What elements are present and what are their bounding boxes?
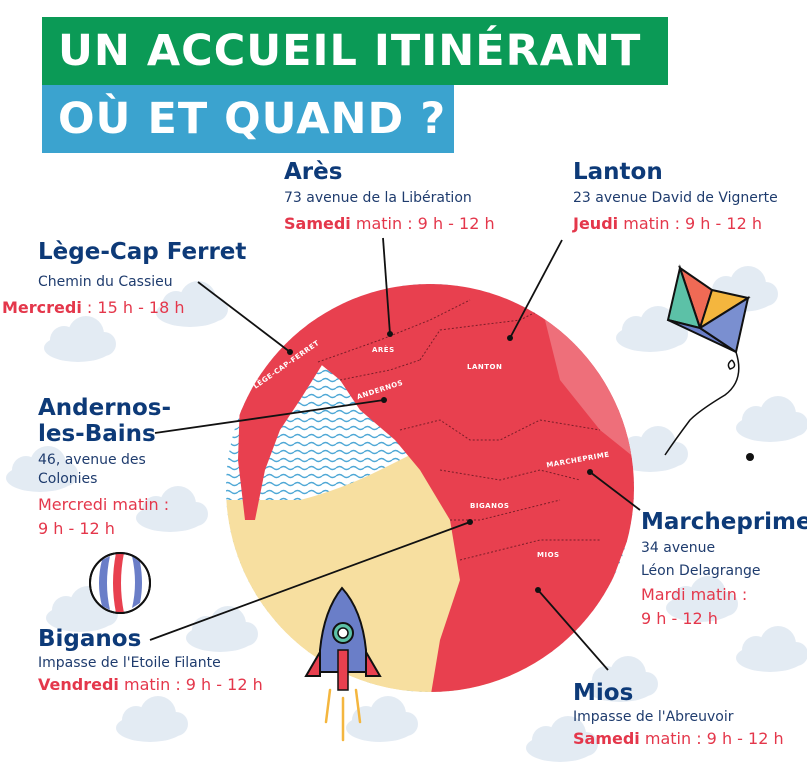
schedule-day: Mercredi: [2, 298, 82, 317]
location-address: Impasse de l'Etoile Filante: [38, 655, 221, 671]
dot-ares: [387, 331, 393, 337]
rocket-illustration: [304, 586, 382, 742]
location-marcheprime: Marcheprime 34 avenue Léon Delagrange Ma…: [641, 509, 807, 631]
kite-illustration: [664, 264, 754, 461]
location-address-line1: 46, avenue des: [38, 452, 146, 468]
location-address: Impasse de l'Abreuvoir: [573, 709, 734, 725]
dot-mios: [535, 587, 541, 593]
map-label-biganos: BIGANOS: [470, 502, 510, 510]
location-andernos: Andernos- les-Bains 46, avenue des Colon…: [38, 395, 171, 541]
location-address-line2: Colonies: [38, 471, 98, 487]
dot-lanton: [507, 335, 513, 341]
location-schedule: Samedi matin : 9 h - 12 h: [284, 212, 495, 236]
location-mios: Mios Impasse de l'Abreuvoir Samedi matin…: [573, 680, 784, 751]
location-address: Chemin du Cassieu: [38, 274, 173, 290]
cloud: [736, 396, 807, 442]
leader-lines: [149, 237, 641, 671]
schedule-time: : 15 h - 18 h: [81, 298, 185, 317]
schedule-time: matin : 9 h - 12 h: [350, 214, 495, 233]
location-name: Lanton: [573, 159, 663, 185]
location-schedule: Jeudi matin : 9 h - 12 h: [573, 212, 778, 236]
location-address-line2: Léon Delagrange: [641, 563, 761, 579]
location-biganos: Biganos Impasse de l'Etoile Filante Vend…: [38, 626, 263, 697]
location-name: Biganos: [38, 626, 142, 652]
location-name: Mios: [573, 680, 634, 706]
location-schedule: Vendredi matin : 9 h - 12 h: [38, 673, 263, 697]
map-label-ares: ARÈS: [372, 346, 395, 354]
location-address: 73 avenue de la Libération: [284, 190, 472, 206]
location-schedule-line1: Mardi matin :: [641, 585, 748, 604]
leader-lanton: [509, 239, 563, 339]
location-lanton: Lanton 23 avenue David de Vignerte Jeudi…: [573, 159, 778, 236]
schedule-day: Vendredi: [38, 675, 119, 694]
leader-ares: [382, 237, 391, 335]
ball-illustration: [89, 552, 151, 614]
cloud: [44, 316, 116, 362]
schedule-day: Jeudi: [573, 214, 619, 233]
schedule-time: matin : 9 h - 12 h: [618, 214, 762, 233]
title-banner-line2: OÙ ET QUAND ?: [42, 85, 454, 153]
location-address: 23 avenue David de Vignerte: [573, 190, 778, 206]
leader-biganos: [149, 521, 471, 641]
cloud: [736, 626, 807, 672]
location-name: Marcheprime: [641, 509, 807, 535]
leader-lege: [197, 281, 291, 353]
location-name-line1: Andernos-: [38, 395, 171, 421]
location-name-line2: les-Bains: [38, 421, 156, 447]
location-address-line1: 34 avenue: [641, 540, 716, 556]
title-banner-line1: UN ACCUEIL ITINÉRANT: [42, 17, 668, 85]
leader-andernos: [154, 399, 385, 434]
location-schedule: Mercredi : 15 h - 18 h: [2, 296, 246, 320]
schedule-day: Samedi: [284, 214, 351, 233]
dot-lege: [287, 349, 293, 355]
location-lege-cap-ferret: Lège-Cap Ferret Chemin du Cassieu Mercre…: [2, 239, 247, 320]
location-schedule-line2: 9 h - 12 h: [641, 609, 718, 628]
location-schedule-line1: Mercredi matin :: [38, 495, 170, 514]
dot-biganos: [467, 519, 473, 525]
location-schedule-line2: 9 h - 12 h: [38, 519, 115, 538]
schedule-time: matin : 9 h - 12 h: [118, 675, 263, 694]
schedule-day: Samedi: [573, 729, 640, 748]
map-label-lanton: LANTON: [467, 363, 503, 371]
location-ares: Arès 73 avenue de la Libération Samedi m…: [284, 159, 495, 236]
leader-mios: [537, 589, 609, 671]
location-name: Lège-Cap Ferret: [38, 239, 247, 265]
dot-marcheprime: [587, 469, 593, 475]
cloud: [116, 696, 188, 742]
schedule-time: matin : 9 h - 12 h: [639, 729, 784, 748]
dot-andernos: [381, 397, 387, 403]
map-label-mios: MIOS: [537, 551, 560, 559]
location-name: Arès: [284, 159, 343, 185]
location-schedule: Samedi matin : 9 h - 12 h: [573, 727, 784, 751]
leader-marcheprime: [589, 471, 641, 511]
